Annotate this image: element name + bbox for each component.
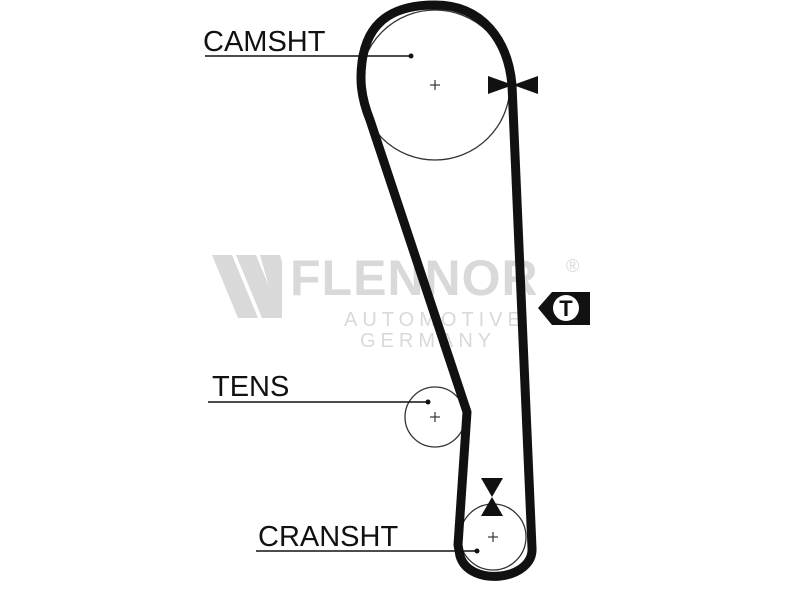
tension-marker-icon: T — [538, 292, 590, 325]
watermark-registered-mark: ® — [566, 256, 579, 276]
label-leaders — [205, 55, 477, 552]
tension-marker-label: T — [559, 296, 573, 321]
camshaft-label: CAMSHT — [203, 26, 326, 58]
label-leader-dots — [408, 53, 480, 554]
crankshaft-center-mark — [488, 532, 498, 542]
timing-belt — [356, 0, 537, 581]
flennor-logo-icon — [212, 255, 282, 318]
watermark-line-germany: GERMANY — [360, 330, 496, 352]
camshaft-timing-mark-icon — [488, 76, 538, 94]
tensioner-center-mark — [430, 412, 440, 422]
tensioner-label: TENS — [212, 371, 289, 403]
camshaft-center-mark — [430, 80, 440, 90]
crankshaft-label: CRANSHT — [258, 521, 398, 553]
crankshaft-timing-mark-icon — [481, 478, 503, 516]
